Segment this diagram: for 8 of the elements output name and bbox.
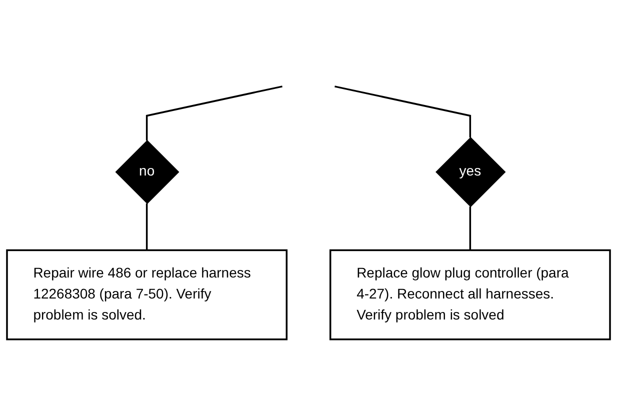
connector xyxy=(334,86,472,138)
connector xyxy=(469,206,472,250)
node-box: Repair wire 486 or replace harness 12268308 (para 7-50). Verify problem is solved. xyxy=(6,249,288,340)
connector xyxy=(146,86,282,141)
node-diamond: no xyxy=(115,140,180,204)
connector xyxy=(146,203,148,250)
node-box: Replace glow plug controller (para 4-27). Reconnect all harnesses. Verify problem is solved xyxy=(329,249,611,340)
node-diamond: yes xyxy=(436,136,506,208)
